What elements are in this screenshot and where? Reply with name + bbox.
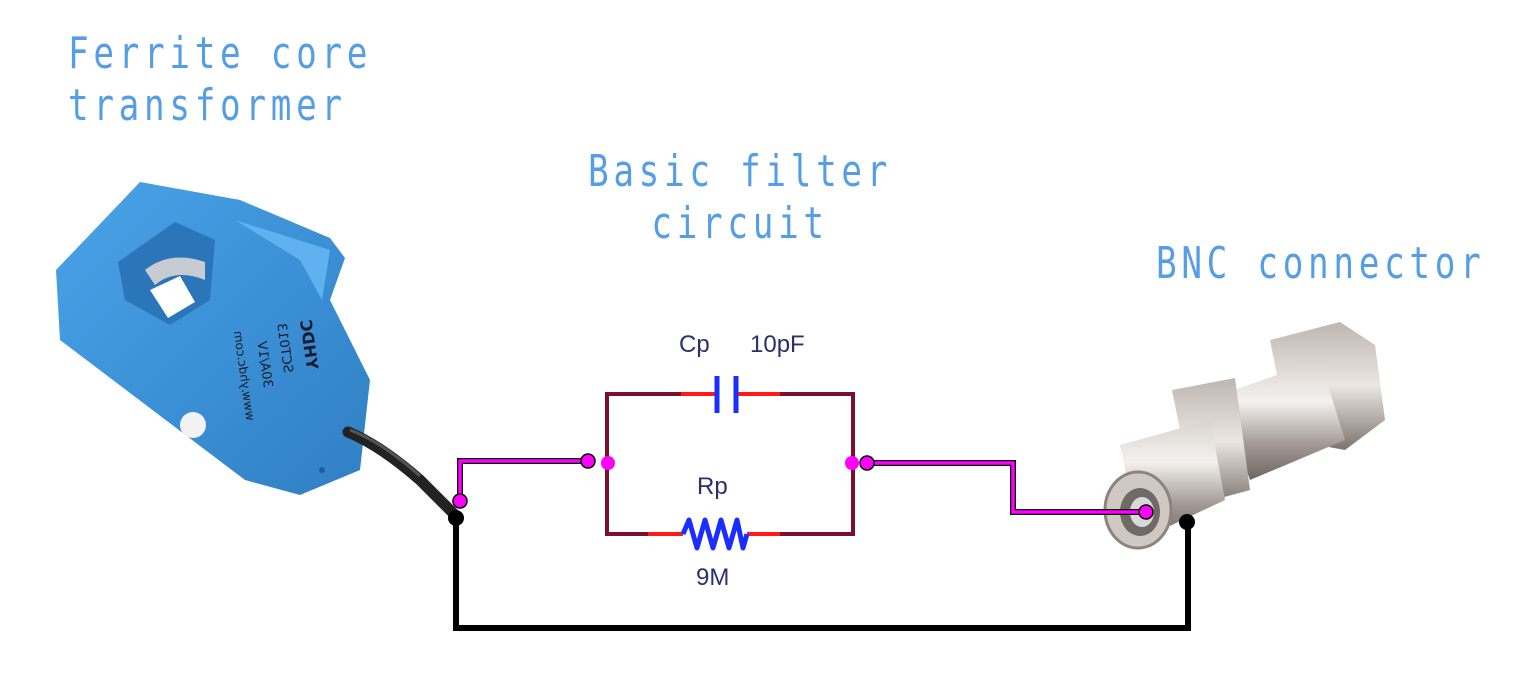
resistor-icon [680,517,750,551]
title-line-1: Ferrite core [68,28,373,79]
ground-node-transformer [448,510,464,526]
resistor-value-label: 9M [696,564,729,591]
signal-node-filter-in [580,453,596,469]
title-bnc-connector: BNC connector [1156,238,1485,290]
filter-wire-left [605,392,681,536]
ground-node-bnc [1179,514,1195,530]
ferrite-core-transformer: YHDC SCT013 30A/1V www.yhdc.com [56,182,461,521]
signal-wire [452,453,1154,520]
filter-junction-right [845,456,859,470]
transformer-body [56,182,370,495]
bnc-knurled-ring [1220,360,1345,480]
ground-wire-path [453,518,1191,631]
ferrite-core-icon [145,257,205,285]
filter-wire-right [780,392,855,536]
ground-wire [448,510,1195,631]
title-line-2: circuit [651,198,829,249]
capacitor-name-label: Cp [679,331,710,358]
transformer-model: SCT013 [273,322,295,374]
transformer-window-opening [150,276,195,318]
title-basic-filter-circuit: Basic filter circuit [588,146,892,250]
title-ferrite-core-transformer: Ferrite core transformer [68,28,372,132]
signal-node-filter-out [859,455,875,471]
transformer-cable-highlight [349,428,422,478]
signal-wire-output [867,461,1146,514]
filter-junction-left [601,456,615,470]
signal-node-bnc [1138,504,1154,520]
filter-circuit: Cp 10pF Rp 9M [601,331,859,591]
transformer-hole [319,467,325,473]
title-line-1: Basic filter [588,146,893,197]
transformer-clip [235,220,330,300]
resistor-name-label: Rp [697,473,728,500]
capacitor-value-label: 10pF [750,331,805,358]
transformer-label-sticker [180,412,206,438]
signal-wire-input [458,459,588,501]
title-line-1: BNC connector [1156,238,1486,289]
title-line-2: transformer [68,80,347,131]
transformer-cable [342,426,461,521]
signal-node-transformer [452,493,468,509]
transformer-rating: 30A/1V [254,340,275,389]
